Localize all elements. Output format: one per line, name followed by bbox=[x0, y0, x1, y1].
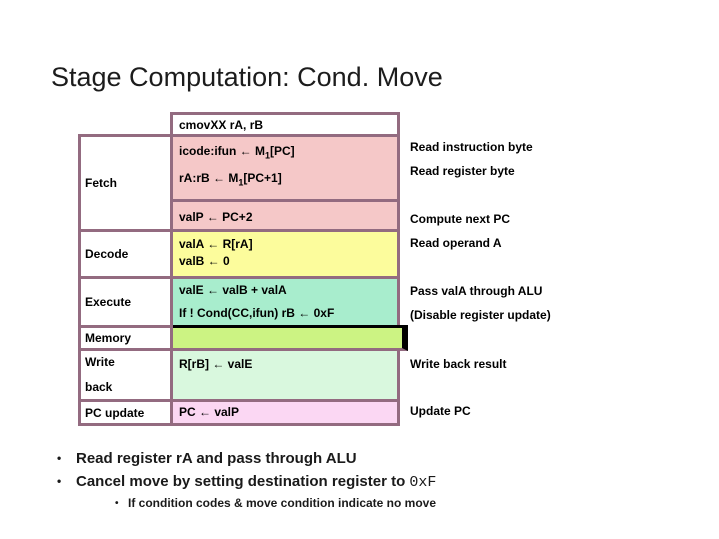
fetch-valp-cell: valP ← PC+2 bbox=[170, 199, 400, 232]
pcupdate-formula-cell: PC ← valP bbox=[170, 399, 400, 426]
stage-label-fetch: Fetch bbox=[78, 134, 173, 232]
annotation-update-pc: Update PC bbox=[410, 404, 471, 418]
formula-fetch-line2: rA:rB ← M1[PC+1] bbox=[173, 167, 397, 194]
bullet-read-register: • Read register rA and pass through ALU bbox=[57, 450, 357, 467]
stage-label-text: Write back bbox=[85, 355, 115, 394]
formula-cond: If ! Cond(CC,ifun) rB ← 0xF bbox=[179, 306, 335, 320]
bullet-cancel-move: • Cancel move by setting destination regi… bbox=[57, 473, 436, 491]
formula-text: [PC] bbox=[270, 144, 295, 158]
subscript: 1 bbox=[265, 150, 271, 161]
bullet-icon: • bbox=[57, 451, 62, 465]
page-title: Stage Computation: Cond. Move bbox=[51, 62, 443, 92]
stage-label-pcupdate: PC update bbox=[78, 399, 173, 426]
formula-writeback: R[rB] ← valE bbox=[179, 357, 253, 371]
annotation-read-register-byte: Read register byte bbox=[410, 164, 515, 178]
formula-pcupdate: PC ← valP bbox=[179, 405, 240, 419]
bullet-text: If condition codes & move condition indi… bbox=[128, 496, 437, 510]
stage-label-writeback: Write back bbox=[78, 348, 173, 402]
formula-text: [PC+1] bbox=[243, 171, 282, 186]
annotation-read-instruction-byte: Read instruction byte bbox=[410, 140, 533, 154]
formula-fetch-line1: icode:ifun ← M1[PC] bbox=[173, 140, 397, 167]
annotation-compute-next-pc: Compute next PC bbox=[410, 212, 511, 226]
formula-valp: valP ← PC+2 bbox=[179, 210, 253, 224]
stage-label-execute: Execute bbox=[78, 276, 173, 328]
fetch-formula-cell: icode:ifun ← M1[PC] rA:rB ← M1[PC+1] bbox=[170, 134, 400, 202]
stage-label-text: Decode bbox=[85, 247, 129, 261]
annotation-pass-vala-through-alu: Pass valA through ALU bbox=[410, 284, 543, 298]
formula-text: icode:ifun ← M bbox=[179, 144, 265, 158]
instruction-text: cmovXX rA, rB bbox=[179, 118, 264, 132]
writeback-formula-cell: R[rB] ← valE bbox=[170, 348, 400, 402]
formula-text: rA:rB ← M bbox=[179, 171, 239, 186]
decode-formula-cell: valA ← R[rA] valB ← 0 bbox=[170, 229, 400, 279]
sub-bullet-condition-codes: • If condition codes & move condition ind… bbox=[115, 496, 436, 510]
bullet-icon: • bbox=[57, 474, 62, 488]
stage-label-text: Memory bbox=[85, 331, 132, 345]
stage-label-decode: Decode bbox=[78, 229, 173, 279]
annotation-disable-register-update: (Disable register update) bbox=[410, 308, 551, 322]
bullet-icon: • bbox=[115, 498, 119, 509]
stage-label-text: Fetch bbox=[85, 176, 118, 190]
stage-label-text: Execute bbox=[85, 295, 132, 309]
subscript: 1 bbox=[238, 177, 244, 188]
annotation-read-operand-a: Read operand A bbox=[410, 236, 502, 250]
formula-valb: valB ← 0 bbox=[179, 254, 230, 268]
bullet-text: Cancel move by setting destination regis… bbox=[76, 473, 410, 490]
bullet-text: Read register rA and pass through ALU bbox=[76, 450, 357, 467]
stage-label-text: PC update bbox=[85, 405, 145, 420]
formula-vala: valA ← R[rA] bbox=[179, 237, 253, 251]
execute-formula-cell: valE ← valB + valA If ! Cond(CC,ifun) rB… bbox=[170, 276, 400, 328]
annotation-write-back-result: Write back result bbox=[410, 357, 507, 371]
bullet-code-text: 0xF bbox=[409, 474, 437, 491]
formula-vale: valE ← valB + valA bbox=[179, 283, 287, 297]
